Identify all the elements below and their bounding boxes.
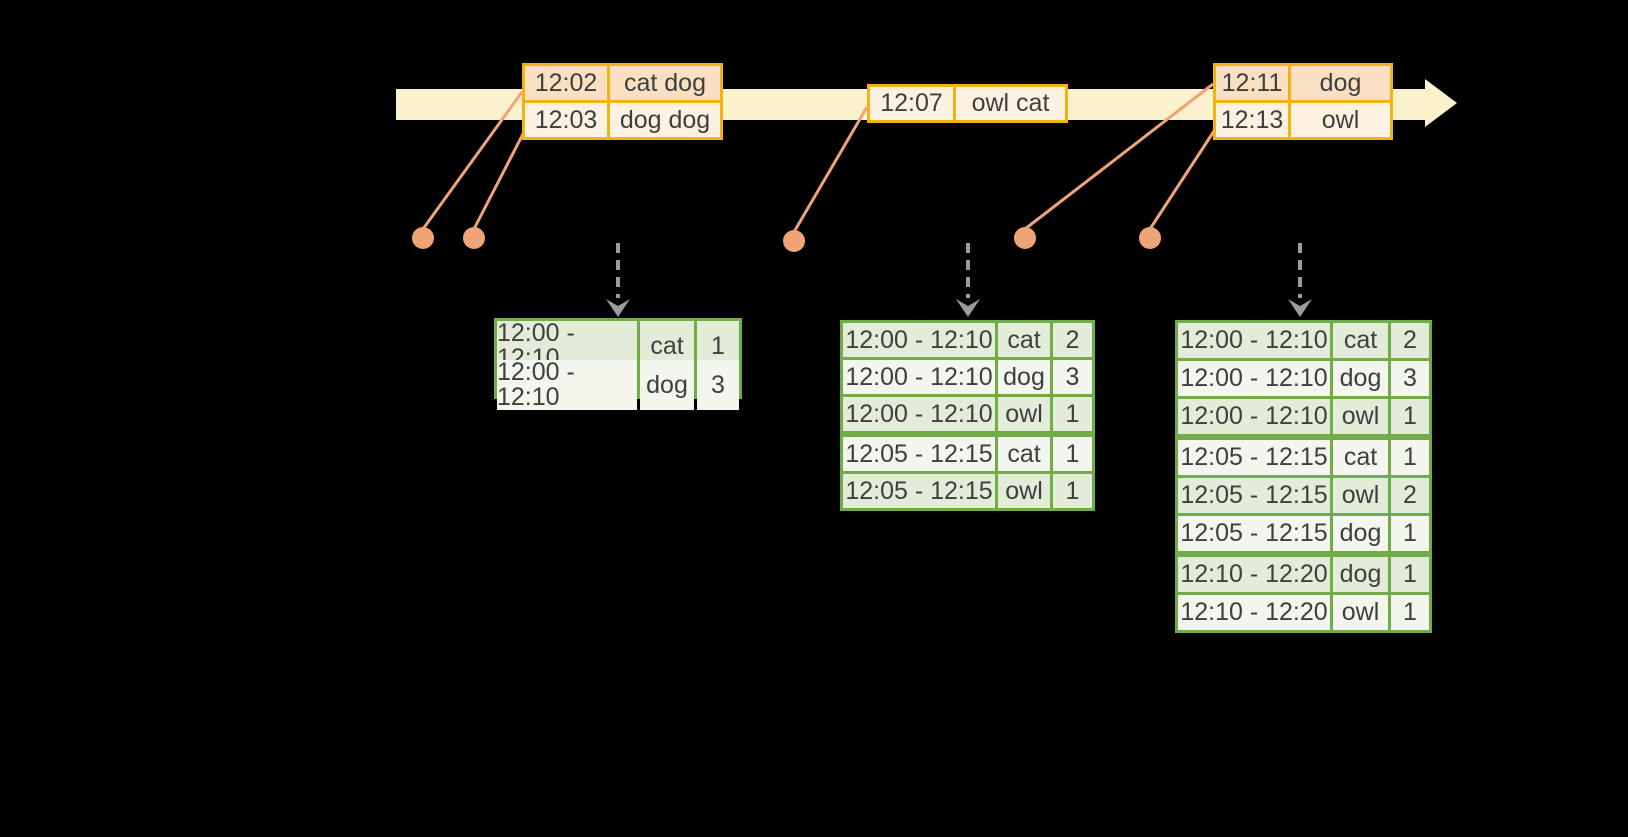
trigger-arrowhead-icon <box>1288 299 1312 317</box>
window-cell: 12:00 - 12:10 <box>843 397 995 431</box>
count-cell: 1 <box>1053 437 1092 471</box>
event-time-dot <box>463 227 485 249</box>
window-cell: 12:05 - 12:15 <box>843 437 995 471</box>
count-cell: 3 <box>697 360 739 410</box>
timeline-arrowhead-icon <box>1425 79 1457 127</box>
word-cell: cat <box>1333 323 1388 358</box>
window-cell: 12:00 - 12:10 <box>1178 361 1330 396</box>
count-cell: 2 <box>1391 323 1429 358</box>
event-connector-line <box>472 131 526 230</box>
event-time-cell: 12:13 <box>1216 103 1288 137</box>
word-cell: owl <box>1333 595 1388 630</box>
word-cell: cat <box>998 437 1050 471</box>
word-cell: dog <box>998 360 1050 394</box>
word-cell: owl <box>998 474 1050 508</box>
event-connector-line <box>792 106 869 233</box>
count-cell: 1 <box>1053 397 1092 431</box>
count-cell: 1 <box>1391 516 1429 551</box>
event-time-cell: 12:02 <box>525 66 607 100</box>
word-cell: dog <box>1333 516 1388 551</box>
event-time-cell: 12:03 <box>525 103 607 137</box>
event-words-cell: dog dog <box>610 103 720 137</box>
count-cell: 2 <box>1391 478 1429 513</box>
word-cell: dog <box>640 360 694 410</box>
trigger-arrowhead-icon <box>956 299 980 317</box>
word-cell: dog <box>1333 557 1388 592</box>
trigger-arrowhead-icon <box>606 299 630 317</box>
window-cell: 12:00 - 12:10 <box>1178 399 1330 434</box>
count-cell: 1 <box>1391 557 1429 592</box>
window-cell: 12:00 - 12:10 <box>1178 323 1330 358</box>
window-cell: 12:05 - 12:15 <box>1178 516 1330 551</box>
window-cell: 12:05 - 12:15 <box>1178 440 1330 475</box>
count-cell: 3 <box>1053 360 1092 394</box>
count-cell: 1 <box>1053 474 1092 508</box>
event-time-cell: 12:11 <box>1216 66 1288 100</box>
count-cell: 3 <box>1391 361 1429 396</box>
event-time-cell: 12:07 <box>870 87 953 120</box>
window-cell: 12:00 - 12:10 <box>843 323 995 357</box>
window-cell: 12:00 - 12:10 <box>497 360 637 410</box>
word-cell: owl <box>1333 399 1388 434</box>
word-cell: owl <box>1333 478 1388 513</box>
count-cell: 1 <box>1391 595 1429 630</box>
event-connector-line <box>421 91 524 230</box>
event-time-dot <box>783 230 805 252</box>
event-words-cell: cat dog <box>610 66 720 100</box>
count-cell: 2 <box>1053 323 1092 357</box>
event-time-dot <box>1014 227 1036 249</box>
word-cell: owl <box>998 397 1050 431</box>
event-time-dot <box>412 227 434 249</box>
word-cell: cat <box>998 323 1050 357</box>
count-cell: 1 <box>1391 440 1429 475</box>
window-cell: 12:00 - 12:10 <box>843 360 995 394</box>
event-words-cell: owl <box>1291 103 1390 137</box>
event-connector-line <box>1148 127 1218 230</box>
event-words-cell: owl cat <box>956 87 1065 120</box>
event-connector-line <box>1024 82 1214 231</box>
window-cell: 12:05 - 12:15 <box>843 474 995 508</box>
window-cell: 12:10 - 12:20 <box>1178 557 1330 592</box>
word-cell: dog <box>1333 361 1388 396</box>
count-cell: 1 <box>1391 399 1429 434</box>
event-words-cell: dog <box>1291 66 1390 100</box>
event-time-dot <box>1139 227 1161 249</box>
window-cell: 12:05 - 12:15 <box>1178 478 1330 513</box>
word-cell: cat <box>1333 440 1388 475</box>
window-cell: 12:10 - 12:20 <box>1178 595 1330 630</box>
